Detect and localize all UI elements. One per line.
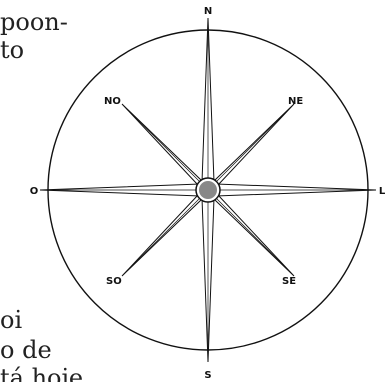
compass-label-southeast: SE: [282, 276, 296, 287]
compass-label-northwest: NO: [104, 96, 121, 107]
compass-center-hatch: [199, 181, 217, 199]
compass-label-west: O: [30, 186, 39, 197]
compass-label-southwest: SO: [106, 276, 122, 287]
compass-label-south: S: [204, 370, 211, 381]
compass-label-northeast: NE: [288, 96, 303, 107]
compass-label-east: L: [379, 186, 386, 197]
compass-label-north: N: [204, 6, 212, 17]
